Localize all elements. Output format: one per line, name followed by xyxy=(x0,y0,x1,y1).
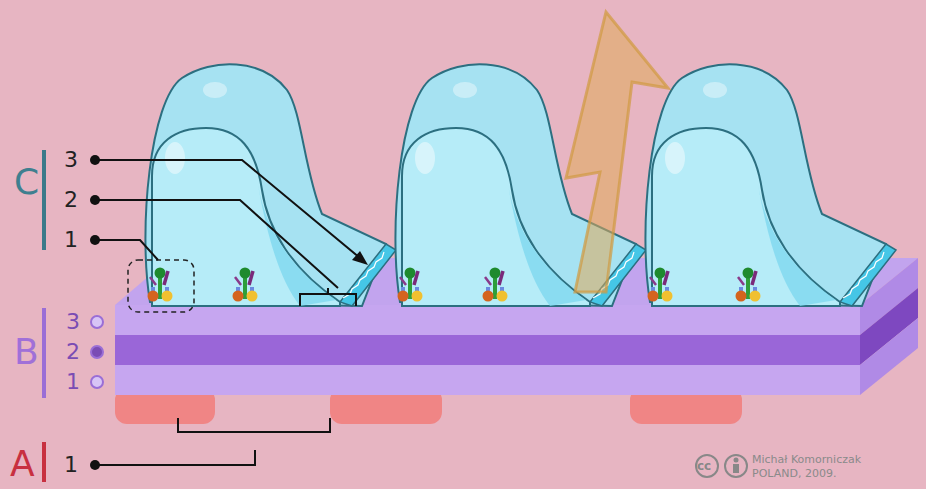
section-letter: A xyxy=(10,446,35,482)
callout-number: 1 xyxy=(64,454,78,476)
section-letter: B xyxy=(14,334,39,370)
watermark: Michał Komorniczak xyxy=(752,454,861,465)
license-mark: cc xyxy=(697,460,711,472)
callout-number: 2 xyxy=(64,189,78,211)
layer-number: 2 xyxy=(66,341,80,363)
section-letter: C xyxy=(14,164,39,200)
watermark: POLAND, 2009. xyxy=(752,468,836,479)
layer-number: 3 xyxy=(66,311,80,333)
callout-number: 1 xyxy=(64,229,78,251)
callout-number: 3 xyxy=(64,149,78,171)
layer-number: 1 xyxy=(66,371,80,393)
